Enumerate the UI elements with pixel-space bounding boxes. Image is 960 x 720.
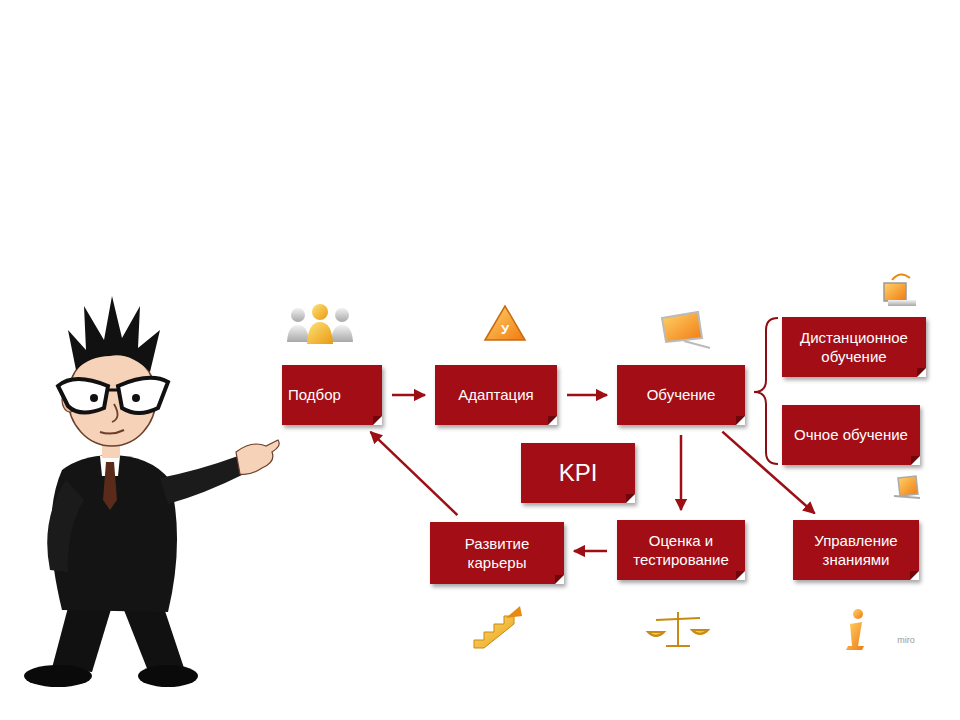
- box-label: KPI: [559, 457, 598, 488]
- computer-icon: [884, 274, 916, 306]
- box-label: Развитие карьеры: [436, 534, 558, 573]
- curly-brace: [754, 318, 778, 464]
- knowledge-box: Управление знаниями: [793, 520, 919, 580]
- box-label: Дистанционное обучение: [788, 328, 920, 367]
- cartoon-man: [24, 296, 279, 687]
- adaptation-box: Адаптация: [435, 365, 557, 425]
- scales-icon: [648, 612, 708, 646]
- box-label: Управление знаниями: [799, 531, 913, 570]
- box-label: Адаптация: [458, 385, 533, 405]
- career-box: Развитие карьеры: [430, 522, 564, 584]
- box-label: Обучение: [647, 385, 716, 405]
- flow-arrow: [567, 394, 607, 397]
- box-label: Подбор: [288, 385, 341, 405]
- monitor-icon: [894, 476, 920, 498]
- people-icon: [287, 304, 353, 344]
- inperson-box: Очное обучение: [782, 405, 920, 465]
- box-label: Оценка и тестирование: [623, 531, 739, 570]
- box-label: Очное обучение: [794, 425, 908, 445]
- selection-box: Подбор: [282, 365, 382, 425]
- monitor-icon: [662, 312, 710, 348]
- stairs-arrow-icon: [474, 606, 522, 648]
- icon-letter: У: [501, 322, 509, 337]
- warning-triangle-icon: [485, 306, 525, 340]
- training-box: Обучение: [617, 365, 745, 425]
- flow-arrow: [574, 550, 607, 553]
- flow-arrow: [392, 394, 425, 397]
- distance-box: Дистанционное обучение: [782, 317, 926, 377]
- assessment-box: Оценка и тестирование: [617, 520, 745, 580]
- kpi-box: KPI: [521, 443, 635, 503]
- flow-arrow: [680, 435, 683, 510]
- watermark: miro: [897, 635, 915, 645]
- info-icon: [846, 609, 864, 650]
- flow-arrow: [371, 432, 458, 515]
